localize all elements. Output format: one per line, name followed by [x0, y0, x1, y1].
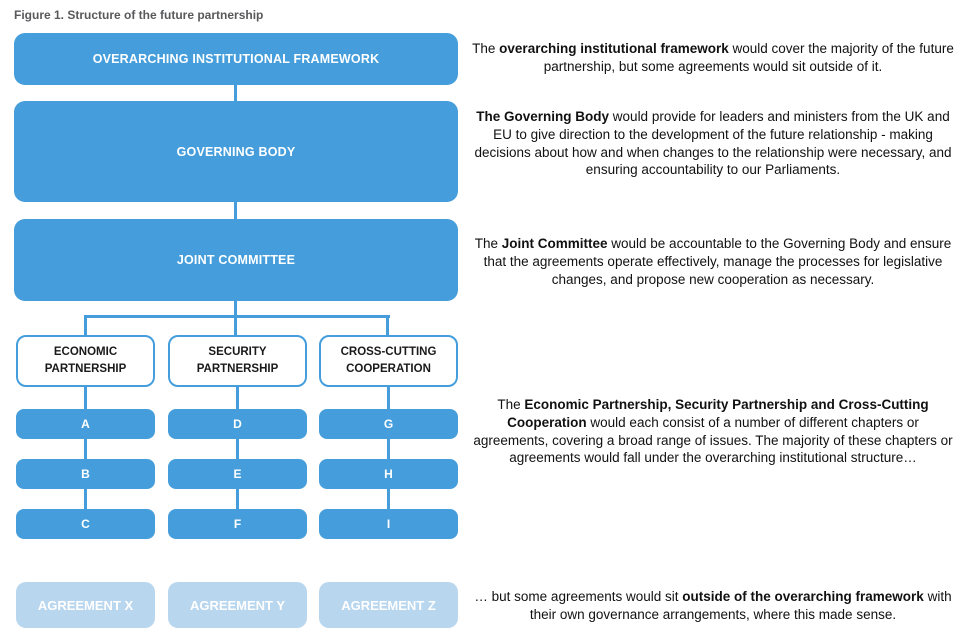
chapter-box-h: H: [319, 459, 458, 489]
chapter-box-d: D: [168, 409, 307, 439]
connector-crosscutting-1: [387, 387, 390, 409]
connector-drop-crosscutting: [386, 315, 389, 335]
pillar-crosscutting-cooperation: CROSS-CUTTING COOPERATION: [319, 335, 458, 387]
agreement-box-x: AGREEMENT X: [16, 582, 155, 628]
connector-crosscutting-2: [387, 439, 390, 459]
pillar-economic-partnership: ECONOMIC PARTNERSHIP: [16, 335, 155, 387]
chapter-i-label: I: [386, 517, 391, 531]
annotation-outside-framework: … but some agreements would sit outside …: [474, 589, 952, 622]
connector-security-2: [236, 439, 239, 459]
box-governing-body: GOVERNING BODY: [14, 101, 458, 202]
chapter-h-label: H: [384, 467, 393, 481]
chapter-box-c: C: [16, 509, 155, 539]
box-joint-committee-label: JOINT COMMITTEE: [176, 253, 296, 267]
chapter-a-label: A: [81, 417, 90, 431]
annotation-joint-committee: The Joint Committee would be accountable…: [474, 236, 952, 287]
box-overarching-label: OVERARCHING INSTITUTIONAL FRAMEWORK: [92, 52, 380, 66]
chapter-box-f: F: [168, 509, 307, 539]
box-governing-body-label: GOVERNING BODY: [176, 144, 296, 159]
chapter-d-label: D: [233, 417, 242, 431]
chapter-box-e: E: [168, 459, 307, 489]
connector-drop-economic: [84, 315, 87, 335]
chapter-e-label: E: [233, 467, 242, 481]
connector-joint-stub: [234, 301, 237, 315]
chapter-b-label: B: [81, 467, 90, 481]
pillar-security-label: SECURITY PARTNERSHIP: [196, 346, 279, 375]
chapter-g-label: G: [383, 417, 394, 431]
chapter-box-a: A: [16, 409, 155, 439]
agreement-y-label: AGREEMENT Y: [189, 597, 286, 613]
agreement-box-y: AGREEMENT Y: [168, 582, 307, 628]
agreement-x-label: AGREEMENT X: [37, 597, 134, 613]
pillar-economic-label: ECONOMIC PARTNERSHIP: [44, 346, 127, 375]
annotation-governing-body: The Governing Body would provide for lea…: [474, 109, 952, 178]
pillar-security-partnership: SECURITY PARTNERSHIP: [168, 335, 307, 387]
connector-economic-1: [84, 387, 87, 409]
annotation-overarching-framework: The overarching institutional framework …: [472, 41, 954, 74]
chapter-box-g: G: [319, 409, 458, 439]
connector-economic-3: [84, 489, 87, 509]
box-overarching-institutional-framework: OVERARCHING INSTITUTIONAL FRAMEWORK: [14, 33, 458, 85]
figure-title: Figure 1. Structure of the future partne…: [14, 8, 264, 22]
chapter-box-i: I: [319, 509, 458, 539]
connector-overarching-to-governing: [234, 85, 237, 101]
agreement-z-label: AGREEMENT Z: [341, 597, 436, 613]
connector-governing-to-joint: [234, 202, 237, 219]
annotation-pillars: The Economic Partnership, Security Partn…: [473, 397, 953, 466]
connector-economic-2: [84, 439, 87, 459]
connector-security-1: [236, 387, 239, 409]
connector-crosscutting-3: [387, 489, 390, 509]
agreement-box-z: AGREEMENT Z: [319, 582, 458, 628]
connector-drop-security: [234, 315, 237, 335]
box-joint-committee: JOINT COMMITTEE: [14, 219, 458, 301]
chapter-c-label: C: [81, 517, 90, 531]
chapter-box-b: B: [16, 459, 155, 489]
pillar-crosscutting-label: CROSS-CUTTING COOPERATION: [340, 346, 437, 375]
connector-security-3: [236, 489, 239, 509]
connector-branch-horizontal: [84, 315, 390, 318]
chapter-f-label: F: [233, 517, 242, 531]
